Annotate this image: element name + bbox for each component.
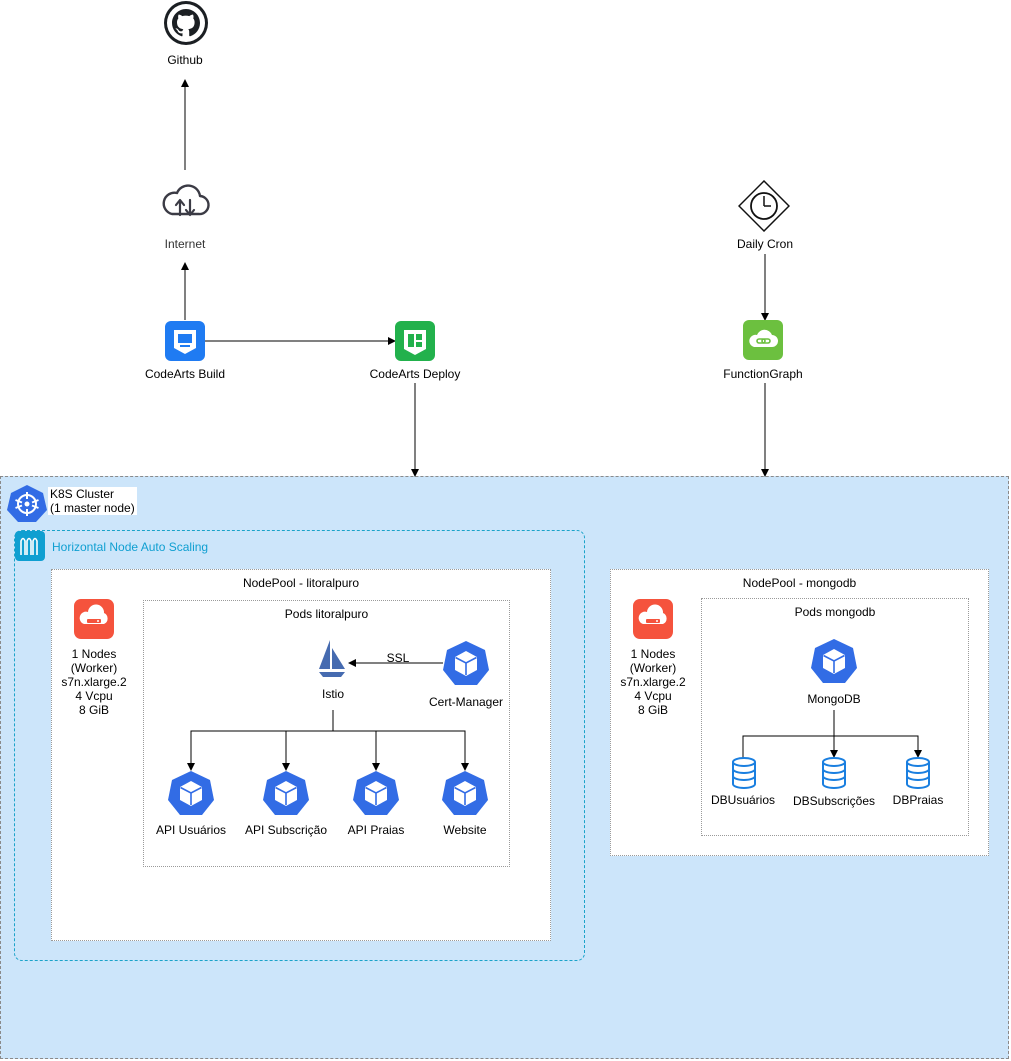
codearts-build-label: CodeArts Build — [144, 367, 226, 381]
daily-cron-label: Daily Cron — [736, 237, 793, 251]
db-usuarios-label: DBUsuários — [710, 793, 776, 807]
edge-mongodb-dbs — [742, 735, 922, 758]
pods-litoralpuro — [143, 600, 510, 867]
worker-flavor: s7n.xlarge.2 — [61, 675, 127, 689]
github-label: Github — [167, 53, 203, 67]
k8s-cluster-subtitle: (1 master node) — [50, 501, 135, 515]
db-praias-label: DBPraias — [892, 793, 944, 807]
database-icon-praias — [906, 757, 930, 789]
worker-memory: 8 GiB — [637, 703, 668, 717]
worker-role: (Worker) — [629, 661, 677, 675]
autoscaling-label: Horizontal Node Auto Scaling — [52, 540, 209, 554]
cloud-icon — [162, 184, 210, 217]
edge-istio-apis — [187, 710, 334, 771]
nodepool-litoral-title: NodePool - litoralpuro — [242, 576, 360, 590]
server-icon — [74, 599, 114, 639]
api-praias-icon — [353, 771, 399, 815]
functiongraph-label: FunctionGraph — [723, 367, 803, 381]
mongodb-icon — [811, 639, 857, 683]
istio-icon — [319, 640, 345, 677]
worker-role: (Worker) — [70, 661, 118, 675]
codearts-deploy-icon — [395, 321, 435, 361]
api-praias-label: API Praias — [347, 823, 405, 837]
cert-manager-label: Cert-Manager — [428, 695, 504, 709]
website-icon — [442, 771, 488, 815]
kubernetes-icon — [7, 485, 47, 522]
worker-vcpu: 4 Vcpu — [75, 689, 113, 703]
api-subscricao-label: API Subscrição — [244, 823, 328, 837]
internet-label: Internet — [164, 237, 206, 251]
k8s-cluster-title: K8S Cluster — [50, 487, 115, 501]
worker-count: 1 Nodes — [630, 647, 676, 661]
nodepool-mongo-title: NodePool - mongodb — [742, 576, 857, 590]
pods-mongodb — [701, 598, 969, 836]
worker-specs-litoral: 1 Nodes (Worker) s7n.xlarge.2 4 Vcpu 8 G… — [54, 647, 134, 717]
autoscaling-group — [14, 530, 585, 961]
db-subscricoes-label: DBSubscrições — [792, 794, 876, 808]
pods-litoral-title: Pods litoralpuro — [284, 607, 369, 621]
k8s-cluster-label: K8S Cluster (1 master node) — [48, 487, 137, 515]
worker-memory: 8 GiB — [78, 703, 109, 717]
api-usuarios-icon — [168, 771, 214, 815]
worker-vcpu: 4 Vcpu — [634, 689, 672, 703]
website-label: Website — [443, 823, 487, 837]
worker-flavor: s7n.xlarge.2 — [620, 675, 686, 689]
istio-label: Istio — [321, 687, 344, 701]
database-icon-usuarios — [732, 757, 756, 789]
worker-count: 1 Nodes — [71, 647, 117, 661]
cert-manager-icon — [443, 641, 489, 685]
ssl-label: SSL — [386, 651, 410, 665]
server-icon-mongo — [633, 599, 673, 639]
codearts-build-icon — [165, 321, 205, 361]
autoscaling-icon — [15, 531, 45, 561]
github-icon — [164, 1, 208, 45]
codearts-deploy-label: CodeArts Deploy — [369, 367, 461, 381]
functiongraph-icon — [743, 320, 783, 360]
api-subscricao-icon — [263, 771, 309, 815]
api-usuarios-label: API Usuários — [155, 823, 227, 837]
mongodb-label: MongoDB — [807, 692, 861, 706]
pods-mongo-title: Pods mongodb — [794, 605, 876, 619]
worker-specs-mongo: 1 Nodes (Worker) s7n.xlarge.2 4 Vcpu 8 G… — [613, 647, 693, 717]
database-icon-subscricoes — [822, 757, 846, 789]
clock-icon — [738, 180, 790, 232]
